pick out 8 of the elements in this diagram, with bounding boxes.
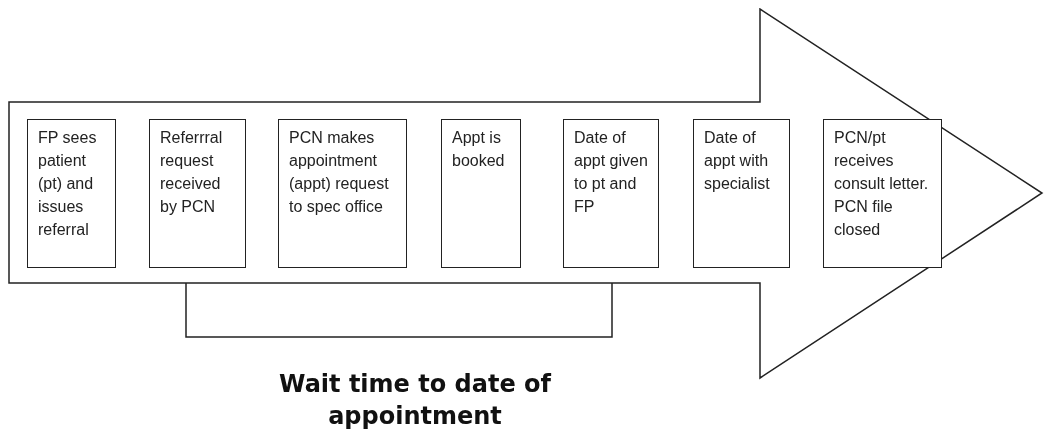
process-step-box: PCN makes appointment (appt) request to spec office xyxy=(278,119,407,268)
bracket-caption: Wait time to date of appointment xyxy=(278,369,553,432)
process-step-box: FP sees patient (pt) and issues referral xyxy=(27,119,116,268)
process-step-box: Appt is booked xyxy=(441,119,521,268)
process-step-box: Date of appt with specialist xyxy=(693,119,790,268)
process-step-box: PCN/pt receives consult letter. PCN file closed xyxy=(823,119,942,268)
process-step-box: Date of appt given to pt and FP xyxy=(563,119,659,268)
process-step-box: Referrral request received by PCN xyxy=(149,119,246,268)
